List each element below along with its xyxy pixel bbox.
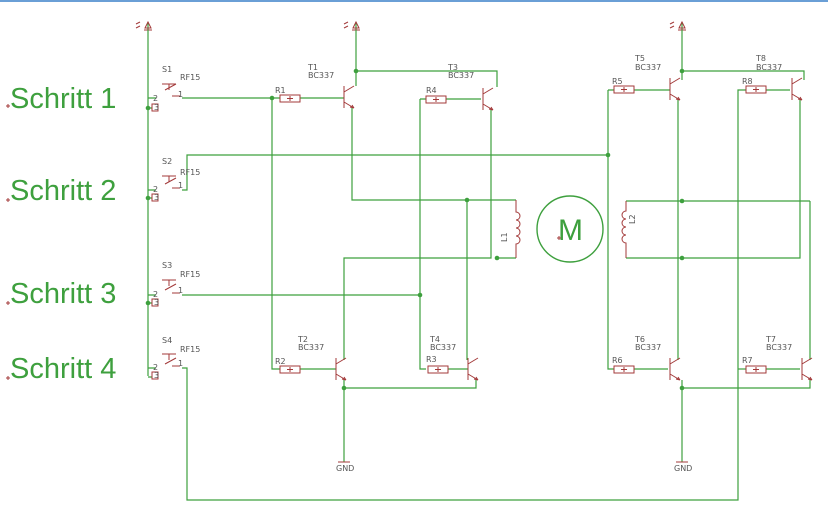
switch-s3-pin2: 2 — [153, 290, 158, 299]
switch-s2-pin1: 1 — [178, 181, 183, 190]
transistor-t3: T3 BC337 — [447, 63, 494, 111]
transistor-t7-name: T7 — [765, 335, 776, 344]
resistor-r6: R6 — [612, 356, 635, 374]
resistor-r2: R2 — [275, 357, 301, 374]
switch-s1-pin1: 1 — [178, 90, 183, 99]
switch-s2-pin2: 2 — [153, 185, 158, 194]
switch-s4-type: RF15 — [180, 345, 200, 354]
window-top-border — [0, 0, 828, 2]
transistor-t8: T8 BC337 — [755, 54, 803, 101]
coil-l2: L2 — [621, 201, 637, 258]
switch-s2-pin3: 3 — [154, 193, 159, 202]
transistor-t5: T5 BC337 — [634, 54, 681, 101]
resistor-r5-label: R5 — [612, 77, 623, 86]
switch-s2: S2 RF15 2 3 1 — [151, 157, 200, 202]
transistor-t4-type: BC337 — [430, 343, 456, 352]
transistor-t1: T1 BC337 — [307, 63, 355, 109]
coil-l1-label: L1 — [500, 232, 509, 242]
step-label-3: Schritt 3 — [10, 278, 116, 310]
resistor-r4: R4 — [425, 86, 447, 104]
resistor-r8-label: R8 — [742, 77, 753, 86]
resistor-r7: R7 — [742, 356, 767, 374]
transistor-t8-name: T8 — [755, 54, 766, 63]
transistor-t7: T7 BC337 — [765, 335, 813, 381]
transistor-t4: T4 BC337 — [429, 335, 479, 381]
switch-s2-type: RF15 — [180, 168, 200, 177]
step-label-2: Schritt 2 — [10, 175, 116, 207]
switch-s4-pin1: 1 — [178, 359, 183, 368]
resistor-r8: R8 — [742, 77, 767, 94]
transistor-t5-type: BC337 — [635, 63, 661, 72]
resistor-r2-label: R2 — [275, 357, 286, 366]
switch-s4-pin3: 3 — [154, 371, 159, 380]
transistor-t5-name: T5 — [634, 54, 645, 63]
switch-s4-pin2: 2 — [153, 363, 158, 372]
resistor-r6-label: R6 — [612, 356, 623, 365]
resistor-r3: R3 — [426, 355, 449, 374]
transistor-t2-name: T2 — [297, 335, 308, 344]
switch-s3-name: S3 — [162, 261, 172, 270]
motor-symbol: M — [536, 195, 604, 263]
wires — [147, 30, 811, 501]
switch-s1-type: RF15 — [180, 73, 200, 82]
coil-l1: L1 — [500, 200, 521, 258]
resistor-r1-label: R1 — [275, 86, 286, 95]
switch-s3-pin3: 3 — [154, 298, 159, 307]
switch-s4-name: S4 — [162, 336, 172, 345]
transistor-t8-type: BC337 — [756, 63, 782, 72]
transistor-t6: T6 BC337 — [634, 335, 681, 381]
transistor-t2-type: BC337 — [298, 343, 324, 352]
transistor-t6-name: T6 — [634, 335, 645, 344]
transistor-t7-type: BC337 — [766, 343, 792, 352]
step-label-4: Schritt 4 — [10, 353, 116, 385]
transistor-t2: T2 BC337 — [297, 335, 347, 381]
junction-dots — [145, 68, 685, 391]
step-label-1: Schritt 1 — [10, 83, 116, 115]
switch-s4: S4 RF15 2 3 1 — [151, 336, 200, 380]
resistor-r5: R5 — [612, 77, 635, 94]
switch-s1: S1 RF15 2 3 1 — [151, 65, 200, 112]
transistor-t1-name: T1 — [307, 63, 318, 72]
switch-s1-pin3: 3 — [154, 103, 159, 112]
transistor-t3-name: T3 — [447, 63, 458, 72]
transistor-t6-type: BC337 — [635, 343, 661, 352]
transistor-t3-type: BC337 — [448, 71, 474, 80]
resistor-r1: R1 — [275, 86, 301, 103]
ground-right-label: GND — [674, 464, 692, 473]
resistor-r3-label: R3 — [426, 355, 437, 364]
switch-s3-pin1: 1 — [178, 286, 183, 295]
switch-s2-name: S2 — [162, 157, 172, 166]
resistor-r7-label: R7 — [742, 356, 753, 365]
supply-symbol-left — [135, 20, 152, 31]
switch-s1-pin2: 2 — [153, 94, 158, 103]
supply-symbol-middle — [343, 20, 360, 31]
switch-s3: S3 RF15 2 3 1 — [151, 261, 200, 307]
transistor-t1-type: BC337 — [308, 71, 334, 80]
motor-label: M — [558, 214, 583, 247]
switch-s3-type: RF15 — [180, 270, 200, 279]
resistor-r4-label: R4 — [426, 86, 437, 95]
ground-symbol-left: GND — [336, 461, 354, 473]
ground-left-label: GND — [336, 464, 354, 473]
coil-l2-label: L2 — [628, 214, 637, 224]
switch-s1-name: S1 — [162, 65, 172, 74]
ground-symbol-right: GND — [674, 461, 692, 473]
supply-symbol-right — [669, 20, 686, 31]
label-origin-marks — [6, 104, 10, 380]
transistor-t4-name: T4 — [429, 335, 440, 344]
